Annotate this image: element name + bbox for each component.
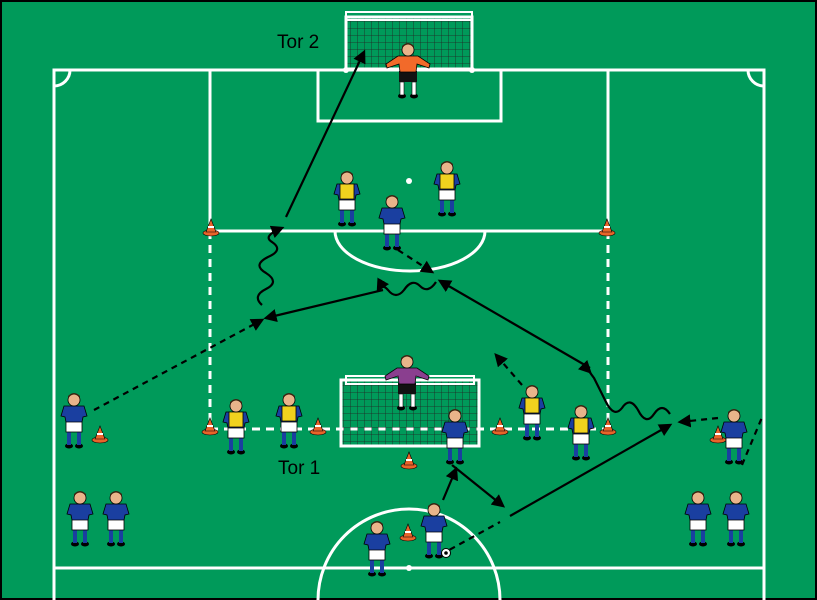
football-icon — [441, 548, 451, 558]
pitch-lines — [52, 68, 766, 600]
penalty-spot — [406, 178, 412, 184]
center-spot — [406, 565, 412, 571]
movement-paths — [93, 49, 765, 556]
goal-top-label: Tor 2 — [277, 32, 319, 53]
goal-bottom-label: Tor 1 — [278, 458, 320, 479]
